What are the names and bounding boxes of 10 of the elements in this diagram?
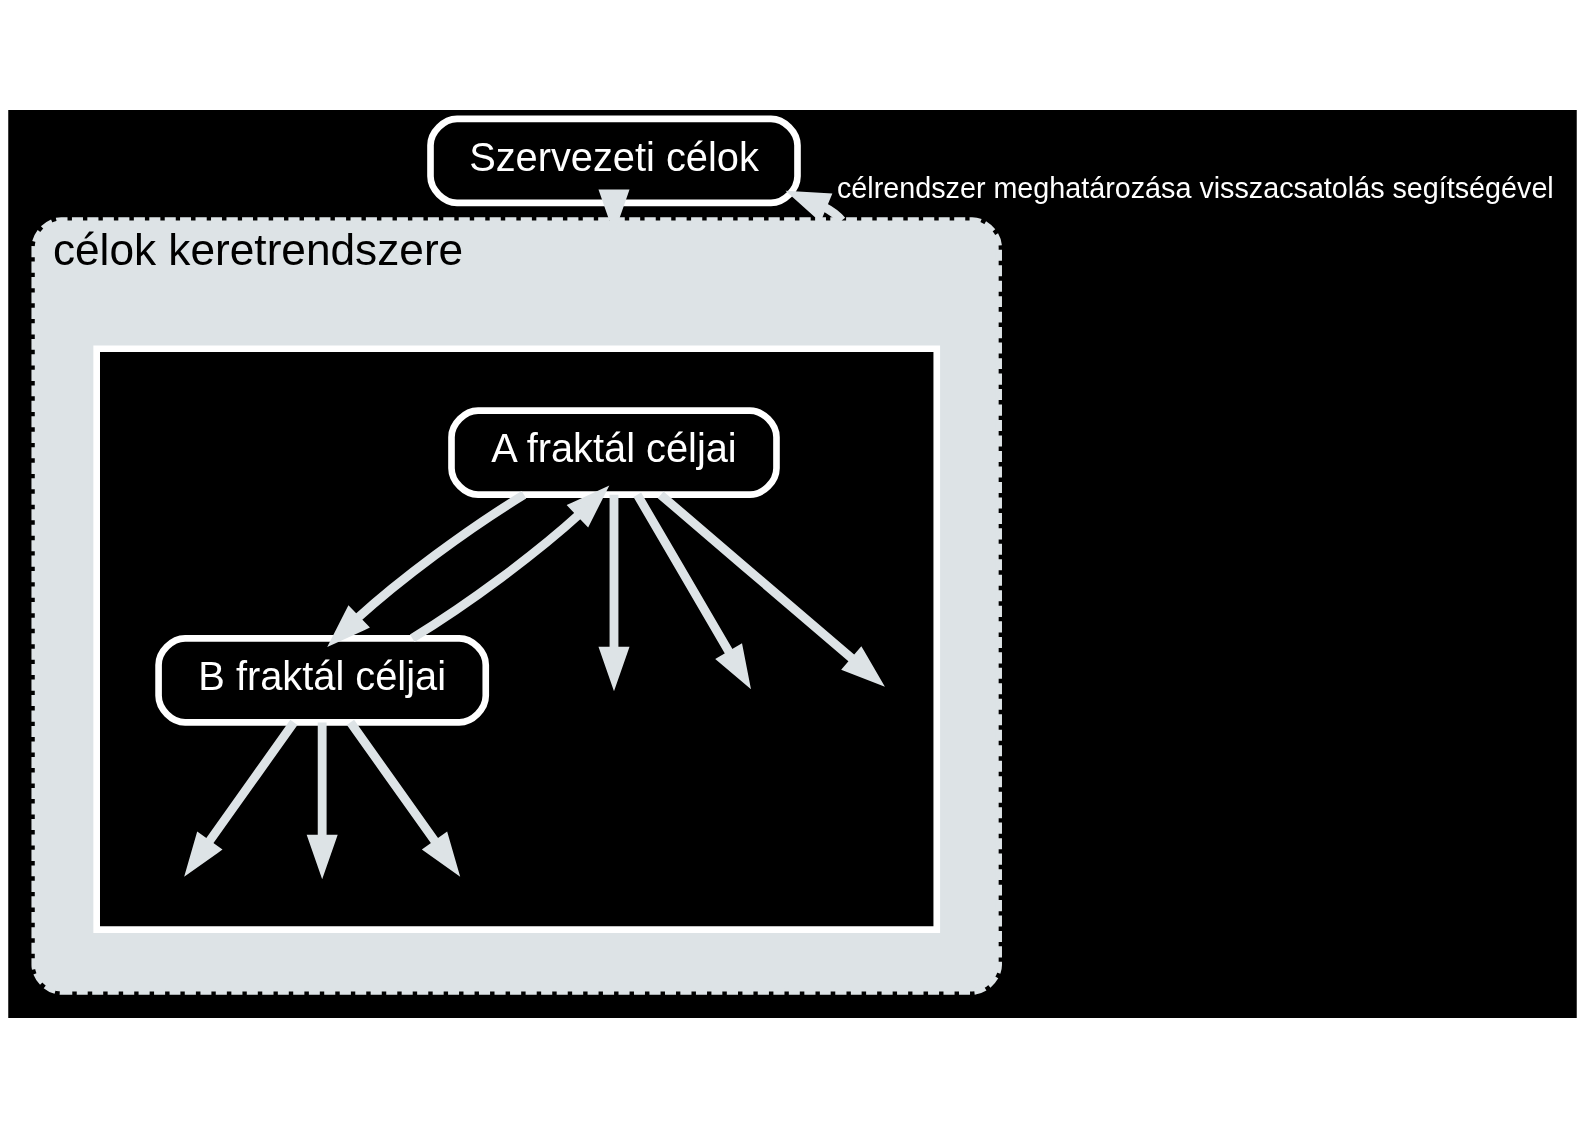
cluster	[93, 345, 941, 933]
arrow	[306, 722, 338, 880]
edge-label: célrendszer meghatározása visszacsatolás segítségével	[837, 172, 1554, 205]
arrow	[409, 485, 610, 642]
arrow	[327, 491, 527, 648]
arrow	[346, 719, 461, 877]
arrow	[785, 190, 846, 224]
node-box: B fraktál céljai	[155, 635, 490, 726]
node-box: A fraktál céljai	[448, 407, 780, 498]
arrow	[598, 494, 630, 692]
